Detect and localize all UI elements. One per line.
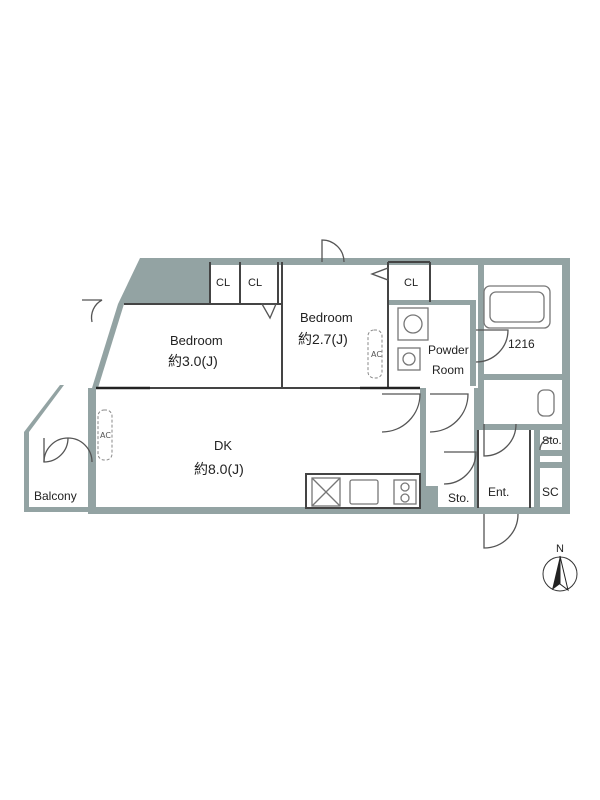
right-wall bbox=[562, 258, 570, 514]
kitchen-counter bbox=[305, 473, 421, 509]
closet-label: CL bbox=[248, 277, 262, 289]
fridge-x2 bbox=[311, 477, 341, 507]
door-swing-icon bbox=[429, 393, 469, 433]
ac-unit-dk bbox=[97, 409, 113, 461]
door-swing-icon bbox=[443, 451, 477, 485]
sc-left-wall bbox=[534, 430, 540, 510]
washer-drum bbox=[403, 314, 423, 334]
closet-door-icon bbox=[370, 267, 389, 281]
storage-label: Sto. bbox=[542, 435, 562, 447]
bath-bottom-wall bbox=[478, 374, 570, 380]
toilet-bottom-wall bbox=[478, 424, 530, 430]
stove-burner bbox=[400, 493, 410, 503]
closet-label: CL bbox=[216, 277, 230, 289]
storage-label: Sto. bbox=[448, 491, 469, 505]
left-diagonal-wall bbox=[92, 304, 124, 388]
bath-left-wall bbox=[478, 258, 484, 376]
door-swing-icon bbox=[483, 423, 517, 457]
left-wall-dk bbox=[88, 388, 96, 514]
washer-icon bbox=[397, 307, 429, 341]
stove-icon bbox=[393, 479, 417, 505]
compass-icon bbox=[542, 555, 578, 592]
top-wall bbox=[140, 258, 570, 265]
door-swing-icon bbox=[43, 437, 69, 463]
kitchen-sink-icon bbox=[349, 479, 379, 505]
bedroom2-name: Bedroom bbox=[300, 310, 353, 325]
powder-top-wall bbox=[388, 300, 474, 305]
door-swing-icon bbox=[475, 329, 509, 363]
toilet-icon bbox=[537, 389, 555, 417]
hall-column bbox=[426, 486, 438, 508]
bathtub-inner bbox=[489, 291, 545, 323]
door-swing-icon bbox=[483, 513, 519, 549]
bedroom1-name: Bedroom bbox=[170, 333, 223, 348]
ac-unit-bedroom2 bbox=[367, 329, 383, 379]
door-swing-icon bbox=[381, 393, 421, 433]
compass-label: N bbox=[556, 543, 564, 555]
hall-left-wall bbox=[420, 388, 426, 508]
door-swing-icon bbox=[43, 437, 93, 463]
ac-label: AC bbox=[100, 431, 111, 440]
powder-room-name-line2: Room bbox=[432, 363, 464, 377]
sto-bottom-wall bbox=[534, 450, 570, 456]
sc-top-wall bbox=[534, 462, 570, 468]
dk-name: DK bbox=[214, 438, 232, 453]
door-swing-icon bbox=[321, 239, 345, 263]
bottom-wall bbox=[88, 507, 570, 514]
bathtub-icon bbox=[483, 285, 551, 329]
door-swing-icon bbox=[82, 299, 103, 323]
powder-right-wall bbox=[470, 300, 476, 386]
sto-top-wall bbox=[530, 424, 570, 430]
structural-wedge bbox=[118, 258, 210, 304]
shoe-closet-label: SC bbox=[542, 485, 559, 499]
toilet-left-wall bbox=[478, 380, 484, 428]
basin-bowl bbox=[402, 352, 416, 366]
door-swing-icon bbox=[539, 437, 553, 451]
balcony-diagonal-rail bbox=[24, 385, 64, 432]
entrance-label: Ent. bbox=[488, 485, 509, 499]
bedroom1-size: 約3.0(J) bbox=[168, 353, 218, 369]
ac-label: AC bbox=[371, 350, 382, 359]
sink-icon bbox=[397, 347, 421, 371]
doors bbox=[43, 239, 553, 549]
bath-label: 1216 bbox=[508, 337, 535, 351]
fixtures bbox=[311, 285, 555, 507]
ac-units bbox=[97, 329, 383, 461]
closet-label: CL bbox=[404, 277, 418, 289]
balcony-label: Balcony bbox=[34, 489, 77, 503]
dk-size: 約8.0(J) bbox=[194, 461, 244, 477]
powder-room-name-line1: Powder bbox=[428, 343, 469, 357]
balcony-bottom-rail bbox=[24, 507, 90, 512]
fridge-space bbox=[311, 477, 341, 507]
outer-walls bbox=[24, 258, 570, 514]
bedroom2-size: 約2.7(J) bbox=[298, 331, 348, 347]
closet-door-icon bbox=[260, 303, 277, 320]
entrance-left-wall bbox=[474, 388, 478, 508]
balcony-left-rail bbox=[24, 432, 29, 512]
stove-burner bbox=[400, 482, 410, 492]
